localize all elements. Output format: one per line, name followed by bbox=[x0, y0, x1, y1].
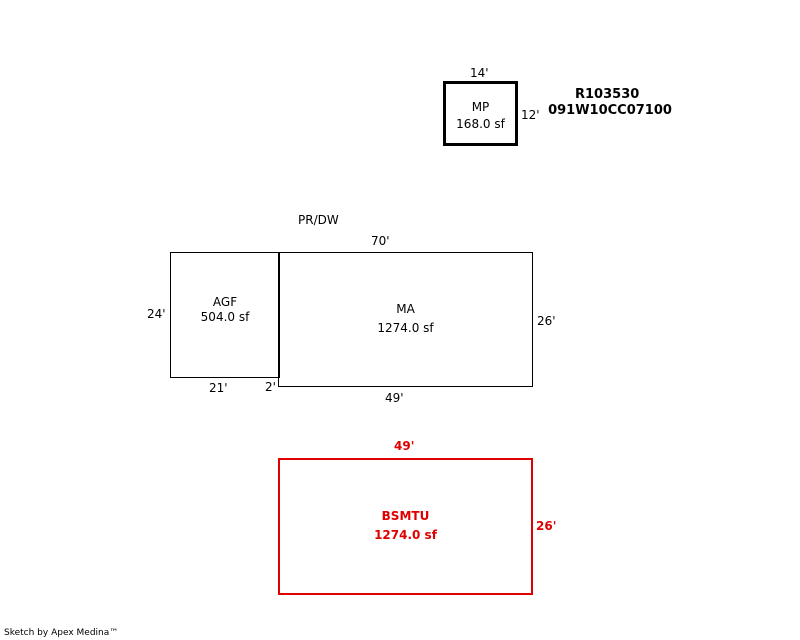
mp-area: 168.0 sf bbox=[456, 117, 505, 131]
agf-area: 504.0 sf bbox=[200, 310, 250, 324]
parcel-id: R103530 bbox=[575, 87, 640, 102]
pr-dw-label: PR/DW bbox=[298, 213, 339, 227]
ma-top-dimension: 70' bbox=[371, 234, 390, 248]
agf-name: AGF bbox=[212, 295, 238, 309]
bsmtu-top-dimension: 49' bbox=[394, 439, 415, 453]
ma-name: MA bbox=[396, 302, 415, 316]
ma-offset-dimension: 2' bbox=[265, 380, 276, 394]
mp-right-dimension: 12' bbox=[521, 108, 540, 122]
ma-bottom-dimension: 49' bbox=[385, 391, 404, 405]
agf-left-dimension: 24' bbox=[147, 307, 166, 321]
ma-area: 1274.0 sf bbox=[377, 321, 434, 335]
sketch-credit: Sketch by Apex Medina™ bbox=[4, 628, 119, 638]
agf-bottom-dimension: 21' bbox=[209, 381, 228, 395]
ma-right-dimension: 26' bbox=[537, 314, 556, 328]
agf-area-box: AGF 504.0 sf bbox=[170, 252, 280, 378]
bsmtu-right-dimension: 26' bbox=[536, 519, 557, 533]
parcel-map-number: 091W10CC07100 bbox=[548, 103, 672, 118]
mp-top-dimension: 14' bbox=[470, 66, 489, 80]
mp-name: MP bbox=[471, 100, 490, 114]
mp-area-box: MP 168.0 sf bbox=[443, 81, 518, 146]
bsmtu-name: BSMTU bbox=[381, 509, 430, 523]
ma-area-box: MA 1274.0 sf bbox=[278, 252, 533, 387]
bsmtu-area: 1274.0 sf bbox=[374, 528, 437, 542]
bsmtu-area-box: BSMTU 1274.0 sf bbox=[278, 458, 533, 595]
